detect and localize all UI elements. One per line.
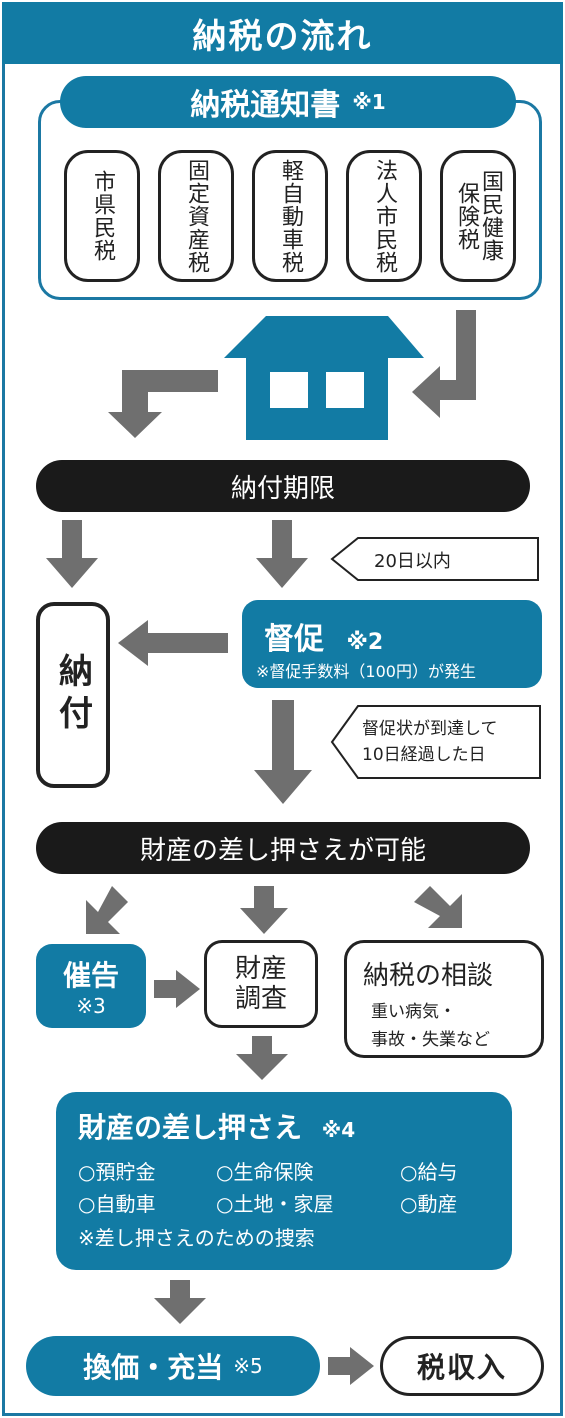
seizure-search-note: ※差し押さえのための捜索 bbox=[78, 1226, 315, 1250]
tax-item-label: 法人市民税 bbox=[372, 158, 397, 274]
reminder-box: 督促 ※2 ※督促手数料（100円）が発生 bbox=[242, 600, 542, 688]
tax-item-light-vehicle: 軽自動車税 bbox=[252, 150, 328, 282]
after-10-days-tag: 督促状が到達して 10日経過した日 bbox=[330, 704, 542, 780]
tax-notice-note: ※1 bbox=[352, 90, 386, 114]
tax-revenue-label: 税収入 bbox=[416, 1351, 507, 1384]
tax-notice-label: 納税通知書 bbox=[190, 88, 341, 123]
investigation-line1: 財産 bbox=[234, 954, 287, 984]
warning-note: ※3 bbox=[76, 994, 106, 1018]
investigation-line2: 調査 bbox=[234, 984, 287, 1014]
arrow-down-right-icon bbox=[414, 886, 462, 928]
tax-item-health-insurance: 国民健康 保険税 bbox=[440, 150, 516, 282]
conversion-box: 換価・充当 ※5 bbox=[26, 1336, 320, 1396]
conversion-label: 換価・充当 bbox=[83, 1351, 224, 1384]
arrow-left-icon bbox=[118, 620, 228, 666]
consultation-box: 納税の相談 重い病気・ 事故・失業など bbox=[344, 940, 544, 1058]
tax-item-corporate: 法人市民税 bbox=[346, 150, 422, 282]
arrow-down-icon bbox=[240, 886, 288, 934]
seizure-item: ○預貯金 bbox=[78, 1160, 156, 1184]
tax-notice-header: 納税通知書 ※1 bbox=[60, 76, 516, 128]
arrow-down-icon bbox=[46, 520, 98, 588]
consultation-sub2: 事故・失業など bbox=[371, 1030, 490, 1050]
arrow-down-icon bbox=[256, 520, 308, 588]
arrows-after-deadline bbox=[46, 520, 308, 588]
deadline-bar: 納付期限 bbox=[36, 460, 530, 512]
tax-item-label: 国民健康 bbox=[478, 170, 503, 262]
arrow-down-reminder bbox=[254, 700, 312, 804]
seizure-possible-bar: 財産の差し押さえが可能 bbox=[36, 822, 530, 874]
reminder-note: ※2 bbox=[346, 630, 384, 655]
reminder-label: 督促 bbox=[264, 622, 324, 657]
conversion-note: ※5 bbox=[233, 1354, 263, 1378]
arrow-down-icon bbox=[154, 1280, 206, 1324]
tax-item-municipal: 市県民税 bbox=[64, 150, 140, 282]
payment-label: 納付 bbox=[52, 653, 93, 737]
payment-box: 納付 bbox=[36, 602, 110, 788]
arrows-fan bbox=[86, 886, 462, 934]
seizure-label: 財産の差し押さえ bbox=[78, 1111, 303, 1144]
bent-arrow-right-icon bbox=[412, 310, 476, 418]
house-arrows-graphic bbox=[108, 310, 476, 440]
seizure-item: ○給与 bbox=[400, 1160, 458, 1184]
arrow-down-left-icon bbox=[86, 886, 128, 934]
seizure-item: ○土地・家屋 bbox=[216, 1192, 334, 1216]
within-20-days-tag: 20日以内 bbox=[330, 536, 540, 582]
arrow-down-icon bbox=[236, 1036, 288, 1080]
reminder-fee-note: ※督促手数料（100円）が発生 bbox=[256, 662, 476, 681]
investigation-box: 財産 調査 bbox=[204, 940, 318, 1028]
page-title: 納税の流れ bbox=[2, 2, 563, 64]
consultation-label: 納税の相談 bbox=[363, 961, 494, 991]
seizure-note: ※4 bbox=[321, 1118, 356, 1142]
warning-label: 催告 bbox=[62, 959, 119, 992]
warning-box: 催告 ※3 bbox=[36, 944, 146, 1028]
tax-item-label: 固定資産税 bbox=[184, 158, 209, 274]
seizure-box: 財産の差し押さえ ※4 ○預貯金 ○生命保険 ○給与 ○自動車 ○土地・家屋 ○… bbox=[56, 1092, 512, 1270]
consultation-sub1: 重い病気・ bbox=[371, 1002, 456, 1022]
within-20-days-label: 20日以内 bbox=[374, 551, 451, 572]
after-10-days-line2: 10日経過した日 bbox=[362, 745, 486, 765]
arrow-right-icon bbox=[328, 1347, 374, 1385]
tax-item-label: 市県民税 bbox=[90, 170, 115, 262]
tax-item-property: 固定資産税 bbox=[158, 150, 234, 282]
after-10-days-line1: 督促状が到達して bbox=[362, 719, 498, 739]
seizure-item: ○生命保険 bbox=[216, 1160, 314, 1184]
house-icon bbox=[224, 316, 424, 440]
tax-item-label: 保険税 bbox=[454, 181, 479, 251]
seizure-item: ○動産 bbox=[400, 1192, 458, 1216]
arrow-down-icon bbox=[254, 700, 312, 804]
tax-revenue-box: 税収入 bbox=[380, 1336, 544, 1396]
seizure-item: ○自動車 bbox=[78, 1192, 156, 1216]
bent-arrow-left-icon bbox=[108, 370, 218, 438]
arrow-right-icon bbox=[154, 970, 200, 1008]
tax-item-label: 軽自動車税 bbox=[278, 158, 303, 274]
